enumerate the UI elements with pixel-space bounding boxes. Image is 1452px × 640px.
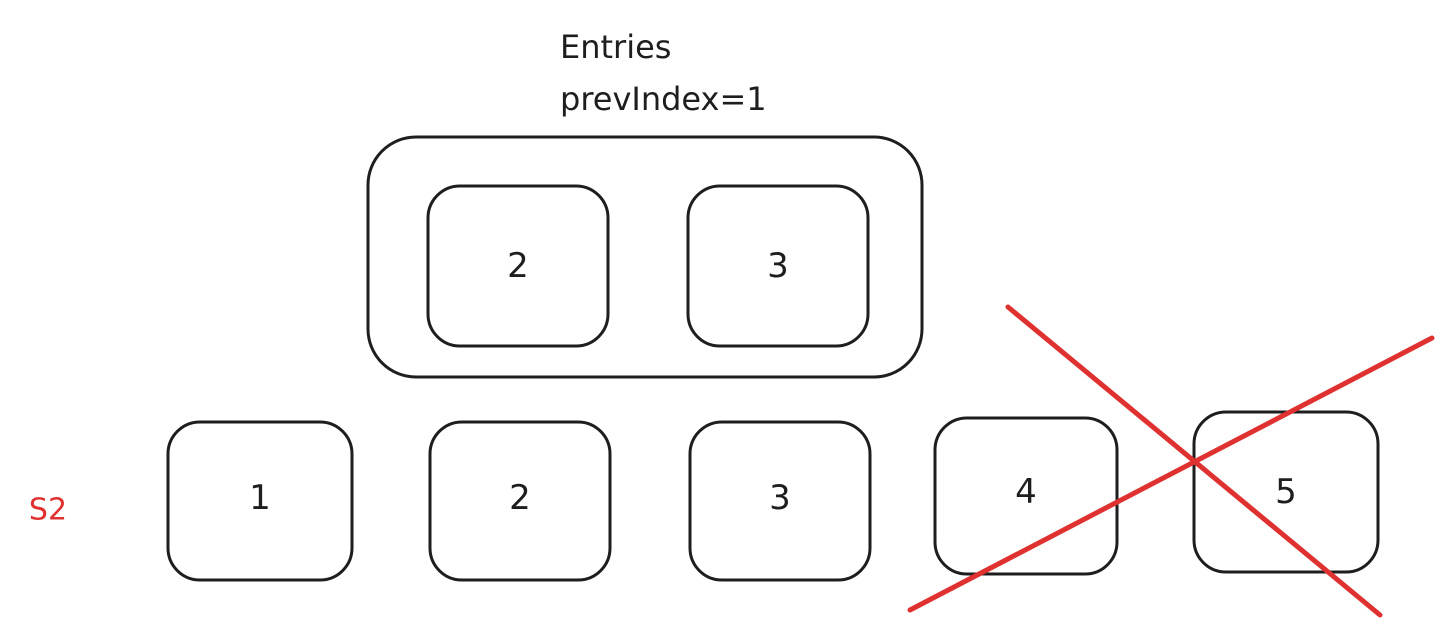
- cross-out-line: [907, 335, 1435, 613]
- row-value: 1: [249, 478, 271, 518]
- entry-box: 2: [426, 184, 610, 348]
- prev-index-label: prevIndex=1: [560, 80, 767, 118]
- row-value: 5: [1275, 472, 1297, 512]
- entries-title: Entries: [560, 28, 671, 66]
- row-box: 5: [1192, 410, 1380, 574]
- row-value: 3: [769, 478, 791, 518]
- row-box: 1: [166, 420, 354, 582]
- row-value: 4: [1015, 472, 1037, 512]
- row-label-s2: S2: [29, 493, 67, 528]
- row-box: 4: [933, 416, 1119, 576]
- row-box: 3: [688, 420, 872, 582]
- entries-container: [366, 135, 924, 379]
- row-box: 2: [428, 420, 612, 582]
- row-value: 2: [509, 478, 531, 518]
- entry-value: 2: [507, 246, 529, 286]
- entry-box: 3: [686, 184, 870, 348]
- entry-value: 3: [767, 246, 789, 286]
